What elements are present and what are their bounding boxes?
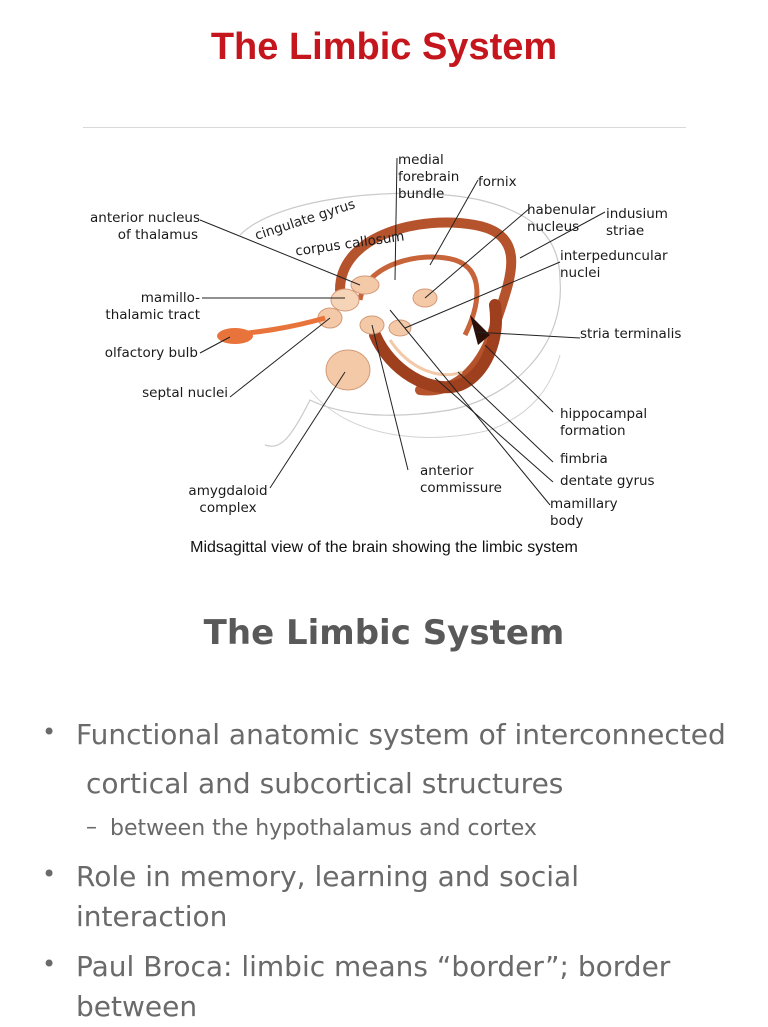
label-dentate-gyrus: dentate gyrus — [560, 473, 655, 489]
bullet-1-line-1: Functional anatomic system of interconne… — [76, 718, 726, 751]
bullet-3-line-1: Paul Broca: limbic means “border”; borde… — [76, 950, 671, 983]
olfactory-bulb-shape — [217, 328, 253, 344]
brain-illustration — [199, 157, 606, 506]
title-divider — [83, 127, 686, 128]
bullet-2-line-1: Role in memory, learning and social — [76, 860, 579, 893]
leader-lines — [199, 157, 606, 506]
thalamic-shape — [330, 288, 360, 312]
stria-wedge — [470, 315, 490, 345]
label-olfactory-bulb: olfactory bulb — [104, 345, 198, 361]
amygdala-shape — [325, 349, 371, 391]
slide-title: The Limbic System — [210, 26, 558, 68]
label-stria-terminalis: stria terminalis — [580, 326, 682, 342]
section-title: The Limbic System — [203, 613, 565, 653]
label-fornix: fornix — [478, 174, 517, 190]
brain-outline-lower — [309, 354, 561, 438]
figure-caption: Midsagittal view of the brain showing th… — [190, 539, 578, 556]
bullet-2-line-2: interaction — [76, 900, 228, 933]
hippocampal-curve — [369, 299, 502, 394]
label-mamillothalamic-tract: mamillo-thalamic tract — [105, 290, 200, 323]
anterior-nucleus-shape — [350, 275, 380, 295]
fornix-arc — [357, 254, 480, 337]
bullet-1-sub: between the hypothalamus and cortex — [110, 816, 537, 841]
bullet-marker: • — [42, 950, 57, 978]
cingulate-arc — [335, 217, 517, 396]
sub-bullet-dash: – — [86, 815, 97, 840]
interpeduncular-shape — [388, 319, 412, 337]
fimbria-curve — [388, 339, 463, 377]
bullet-marker: • — [42, 860, 57, 888]
bullet-1-line-2: cortical and subcortical structures — [86, 767, 564, 800]
label-septal-nuclei: septal nuclei — [142, 385, 228, 401]
bullet-3-line-2: between — [76, 990, 198, 1023]
label-fimbria: fimbria — [560, 451, 608, 467]
brain-outline — [239, 192, 561, 447]
bullet-marker: • — [42, 718, 57, 746]
corpus-callosum-arc — [350, 237, 498, 321]
